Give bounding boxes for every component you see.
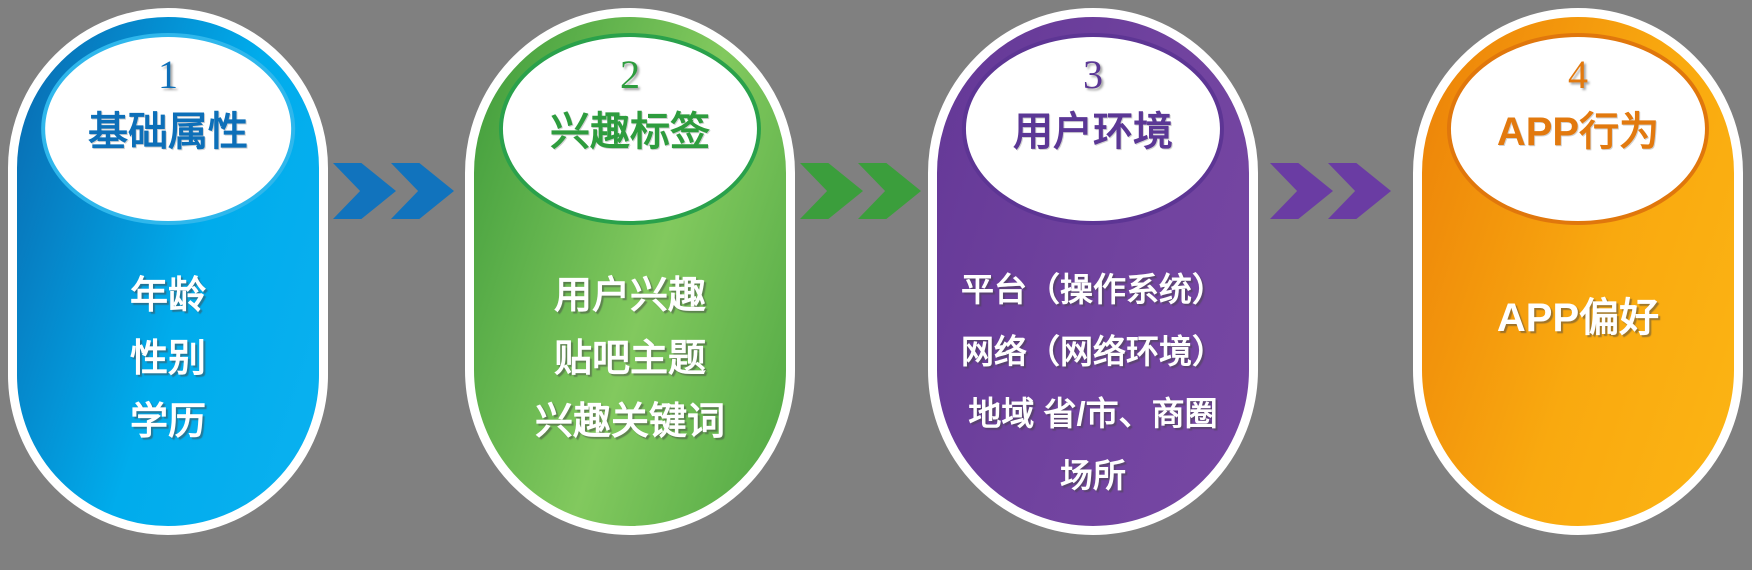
chevron-right-icon <box>333 163 396 219</box>
stage-item: 学历 <box>129 401 206 443</box>
chevron-right-icon <box>1328 163 1391 219</box>
stage-capsule-1: 1 基础属性 年龄 性别 学历 <box>8 8 328 535</box>
stage-item: 平台（操作系统） <box>961 271 1225 308</box>
stage-1-title: 基础属性 <box>87 110 248 154</box>
stage-capsule-4: 4 APP行为 APP偏好 <box>1413 8 1743 535</box>
stage-4-number-oval: 4 APP行为 <box>1446 33 1710 225</box>
chevron-right-icon <box>391 163 454 219</box>
stage-1-number: 1 <box>157 52 178 97</box>
stage-4-title: APP行为 <box>1496 110 1660 154</box>
stage-item: 场所 <box>1060 457 1126 494</box>
stage-item: 年龄 <box>129 275 206 317</box>
stage-2-number-oval: 2 兴趣标签 <box>498 33 762 225</box>
stage-1-number-oval: 1 基础属性 <box>41 33 295 225</box>
stage-3-items: 平台（操作系统） 网络（网络环境） 地域 省/市、商圈 场所 <box>943 259 1243 507</box>
stage-item: APP偏好 <box>1496 296 1660 340</box>
stage-capsule-2: 2 兴趣标签 用户兴趣 贴吧主题 兴趣关键词 <box>465 8 795 535</box>
stage-3-number-oval: 3 用户环境 <box>961 33 1225 225</box>
stage-item: 用户兴趣 <box>553 275 706 317</box>
arrow-group-2 <box>800 163 922 219</box>
chevron-right-icon <box>858 163 921 219</box>
arrow-group-1 <box>333 163 455 219</box>
stage-item: 性别 <box>129 338 206 380</box>
stage-item: 网络（网络环境） <box>961 333 1225 370</box>
stage-3-number: 3 <box>1082 52 1103 97</box>
stage-1-items: 年龄 性别 学历 <box>23 265 313 454</box>
stage-4-number: 4 <box>1567 52 1588 97</box>
stage-2-title: 兴趣标签 <box>549 110 710 154</box>
stage-item: 贴吧主题 <box>553 338 706 380</box>
stage-4-items: APP偏好 <box>1428 287 1728 350</box>
stage-capsule-3: 3 用户环境 平台（操作系统） 网络（网络环境） 地域 省/市、商圈 场所 <box>928 8 1258 535</box>
chevron-right-icon <box>1270 163 1333 219</box>
stage-item: 兴趣关键词 <box>534 401 725 443</box>
stage-item: 地域 省/市、商圈 <box>968 395 1218 432</box>
stage-2-number: 2 <box>619 52 640 97</box>
stage-3-title: 用户环境 <box>1012 110 1173 154</box>
arrow-group-3 <box>1270 163 1392 219</box>
chevron-right-icon <box>800 163 863 219</box>
stage-2-items: 用户兴趣 贴吧主题 兴趣关键词 <box>480 265 780 454</box>
